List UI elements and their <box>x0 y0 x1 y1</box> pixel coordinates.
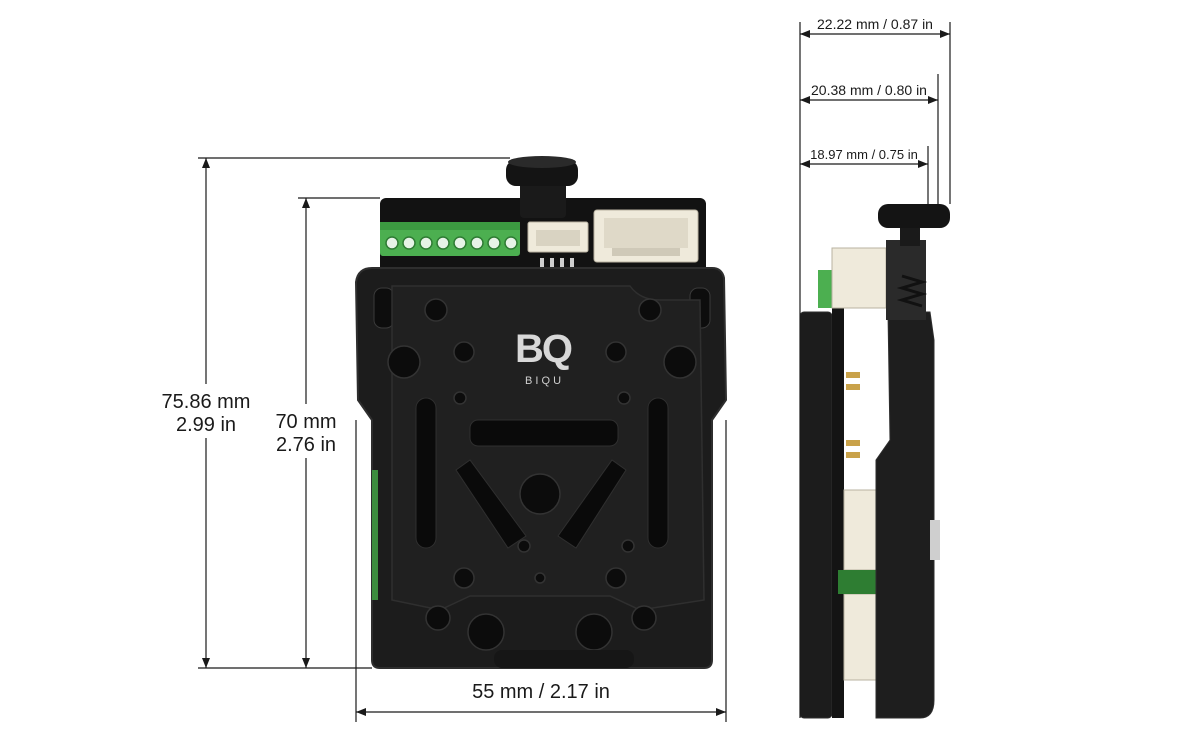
side-knob-icon <box>878 204 950 246</box>
front-plate <box>391 285 705 611</box>
dimension-labels: 75.86 mm 2.99 in 70 mm 2.76 in 55 mm / 2… <box>162 16 933 703</box>
logo-mark: BQ <box>515 327 572 371</box>
dimension-lines <box>198 22 951 722</box>
biqu-logo: BQ B I Q U <box>515 327 574 387</box>
body-height-mm-label: 70 mm <box>275 411 336 433</box>
depth-body-label: 18.97 mm / 0.75 in <box>810 147 918 162</box>
thumb-screw-icon <box>506 156 578 218</box>
screw-holes <box>387 298 697 651</box>
overall-height-mm-label: 75.86 mm <box>162 391 251 413</box>
width-label: 55 mm / 2.17 in <box>472 681 610 703</box>
side-terminal <box>818 247 887 309</box>
side-connectors <box>843 489 881 681</box>
bottom-nose <box>494 650 634 668</box>
front-view: BQ B I Q U <box>354 156 728 669</box>
slots <box>415 397 669 549</box>
depth-mid-label: 20.38 mm / 0.80 in <box>811 82 927 98</box>
large-connector-icon <box>593 209 699 263</box>
side-front-plate <box>875 311 935 719</box>
slot-top-left <box>373 287 395 329</box>
depth-total-label: 22.22 mm / 0.87 in <box>817 16 933 32</box>
screw-terminal-icon <box>380 222 520 256</box>
side-view <box>799 204 950 719</box>
logo-word: B I Q U <box>525 375 561 387</box>
side-pcb <box>832 300 844 718</box>
dimension-arrows <box>202 30 950 716</box>
body-height-in-label: 2.76 in <box>276 434 336 456</box>
gold-pins <box>846 372 860 458</box>
side-accent <box>372 470 378 600</box>
jst-connector-icon <box>527 221 589 270</box>
side-back-plate <box>799 311 833 719</box>
overall-height-in-label: 2.99 in <box>176 414 236 436</box>
side-button <box>930 520 940 560</box>
spring-icon <box>896 274 928 308</box>
